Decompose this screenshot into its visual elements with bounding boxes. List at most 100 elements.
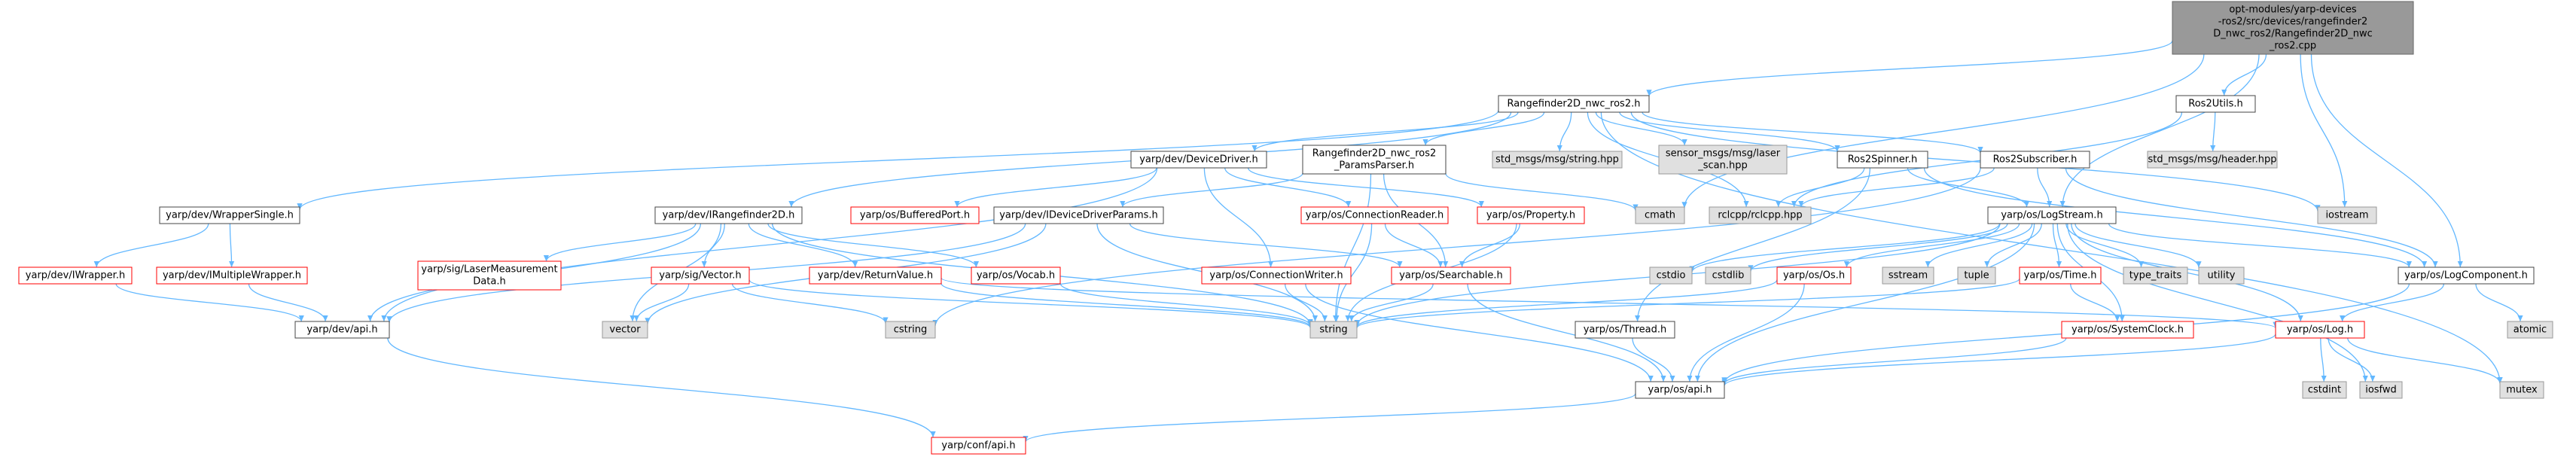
node-ros2spinner[interactable]: Ros2Spinner.h	[1837, 151, 1928, 169]
node-ros2subscriber[interactable]: Ros2Subscriber.h	[1980, 151, 2090, 169]
node-logcomponent[interactable]: yarp/os/LogComponent.h	[2398, 266, 2535, 285]
edge-rf_h-to-ros2spinner	[1619, 111, 1840, 152]
node-returnvalue[interactable]: yarp/dev/ReturnValue.h	[809, 266, 942, 285]
edge-wrappersingle-to-iwrapper	[93, 223, 209, 268]
edge-os_api-to-conf_api	[1023, 393, 1636, 443]
node-label: yarp/os/Vocab.h	[977, 270, 1055, 282]
node-os_h[interactable]: yarp/os/Os.h	[1776, 266, 1852, 285]
node-params_parser[interactable]: Rangefinder2D_nwc_ros2_ParamsParser.h	[1302, 145, 1447, 175]
edge-searchable-to-string	[1349, 283, 1434, 322]
edge-connreader-to-searchable	[1384, 223, 1443, 268]
node-label: yarp/dev/api.h	[306, 324, 377, 336]
node-label: Ros2Spinner.h	[1848, 154, 1918, 166]
node-idevparams[interactable]: yarp/dev/IDeviceDriverParams.h	[993, 206, 1164, 224]
node-label: vector	[609, 324, 641, 336]
node-rclcpp: rclcpp/rclcpp.hpp	[1709, 206, 1812, 224]
node-box	[1575, 321, 1675, 339]
node-dev_api[interactable]: yarp/dev/api.h	[294, 321, 390, 339]
edge-root-to-logstream	[2059, 53, 2260, 208]
edge-devicedriver-to-bufferedport	[954, 167, 1157, 208]
node-os_api[interactable]: yarp/os/api.h	[1635, 381, 1725, 399]
node-label: Ros2Utils.h	[2188, 99, 2242, 110]
node-box	[294, 321, 390, 339]
node-box	[885, 321, 936, 339]
edge-root-to-ros2utils	[2221, 53, 2267, 96]
node-label: cstdio	[1657, 270, 1686, 282]
node-box	[1300, 206, 1449, 224]
node-logstream[interactable]: yarp/os/LogStream.h	[1987, 206, 2117, 224]
node-label: yarp/dev/WrapperSingle.h	[166, 210, 294, 221]
node-box	[850, 206, 980, 224]
node-tuple: tuple	[1957, 266, 1996, 285]
edge-ros2subscriber-to-logstream	[2037, 167, 2053, 208]
node-box	[2275, 321, 2365, 339]
edge-logstream-to-cstdlib	[1748, 223, 2008, 272]
node-label: yarp/conf/api.h	[941, 440, 1015, 452]
node-searchable[interactable]: yarp/os/Searchable.h	[1391, 266, 1511, 285]
node-box	[1635, 381, 1725, 399]
node-label: tuple	[1964, 270, 1989, 282]
node-imultiwrapper[interactable]: yarp/dev/IMultipleWrapper.h	[156, 266, 308, 285]
node-box	[1957, 266, 1996, 285]
node-vocab[interactable]: yarp/os/Vocab.h	[971, 266, 1061, 285]
edge-thread-to-os_api	[1632, 337, 1675, 382]
node-box	[654, 206, 803, 224]
node-label: mutex	[2506, 385, 2538, 396]
node-ros2utils[interactable]: Ros2Utils.h	[2175, 95, 2256, 113]
node-log_h[interactable]: yarp/os/Log.h	[2275, 321, 2365, 339]
node-cstdint: cstdint	[2302, 381, 2347, 399]
node-label: cstdlib	[1712, 270, 1745, 282]
node-iwrapper[interactable]: yarp/dev/IWrapper.h	[18, 266, 133, 285]
edge-dev_api-to-conf_api	[387, 337, 936, 438]
node-label: Rangefinder2D_nwc_ros2	[1312, 148, 1437, 160]
edge-time_h-to-string	[1354, 278, 2020, 329]
node-label: _ros2.cpp	[2269, 41, 2316, 52]
node-root[interactable]: opt-modules/yarp-devices-ros2/src/device…	[2172, 1, 2414, 55]
node-rf_h[interactable]: Rangefinder2D_nwc_ros2.h	[1498, 95, 1650, 113]
edge-log_h-to-mutex	[2347, 337, 2503, 384]
node-label: Rangefinder2D_nwc_ros2.h	[1507, 99, 1641, 110]
edge-rf_h-to-ros2subscriber	[1642, 111, 1983, 154]
edge-connreader-to-string	[1334, 223, 1373, 322]
node-devicedriver[interactable]: yarp/dev/DeviceDriver.h	[1130, 151, 1267, 169]
edge-rf_h-to-mutex	[1600, 111, 2503, 384]
node-systemclock[interactable]: yarp/os/SystemClock.h	[2061, 321, 2194, 339]
node-label: std_msgs/msg/string.hpp	[1495, 154, 1619, 166]
node-wrappersingle[interactable]: yarp/dev/WrapperSingle.h	[159, 206, 300, 224]
node-sigvector[interactable]: yarp/sig/Vector.h	[651, 266, 750, 285]
node-connwriter[interactable]: yarp/os/ConnectionWriter.h	[1201, 266, 1352, 285]
node-sstream: sstream	[1882, 266, 1934, 285]
node-box	[651, 266, 750, 285]
node-label: sensor_msgs/msg/laser	[1666, 148, 1781, 160]
node-iosfwd: iosfwd	[2359, 381, 2403, 399]
node-std_string: std_msgs/msg/string.hpp	[1492, 151, 1623, 169]
node-label: yarp/dev/IWrapper.h	[26, 270, 125, 282]
node-conf_api[interactable]: yarp/conf/api.h	[931, 437, 1026, 455]
node-property[interactable]: yarp/os/Property.h	[1477, 206, 1585, 224]
edge-searchable-to-os_api	[1467, 283, 1666, 382]
node-label: D_nwc_ros2/Rangefinder2D_nwc	[2213, 29, 2373, 40]
node-vector: vector	[602, 321, 648, 339]
edge-logcomponent-to-atomic	[2475, 283, 2523, 322]
edge-connwriter-to-os_api	[1305, 283, 1654, 382]
node-label: yarp/dev/DeviceDriver.h	[1139, 154, 1258, 166]
node-cstdio: cstdio	[1649, 266, 1693, 285]
node-label: -ros2/src/devices/rangefinder2	[2218, 17, 2367, 28]
edge-ros2spinner-to-thread	[1634, 167, 1871, 322]
node-box	[2317, 206, 2377, 224]
node-label: _ParamsParser.h	[1334, 160, 1414, 172]
edge-logstream-to-iosfwd	[2067, 223, 2368, 382]
node-connreader[interactable]: yarp/os/ConnectionReader.h	[1300, 206, 1449, 224]
edge-rf_h-to-std_string	[1556, 111, 1572, 152]
node-irangefinder[interactable]: yarp/dev/IRangefinder2D.h	[654, 206, 803, 224]
edge-irangefinder-to-lasermeas	[543, 223, 697, 262]
edge-ros2subscriber-to-logcomponent	[2065, 167, 2438, 268]
node-thread[interactable]: yarp/os/Thread.h	[1575, 321, 1675, 339]
edge-log_h-to-cstdint	[2320, 337, 2327, 382]
node-time_h[interactable]: yarp/os/Time.h	[2019, 266, 2102, 285]
node-cstdlib: cstdlib	[1705, 266, 1751, 285]
node-box	[1709, 206, 1812, 224]
node-bufferedport[interactable]: yarp/os/BufferedPort.h	[850, 206, 980, 224]
